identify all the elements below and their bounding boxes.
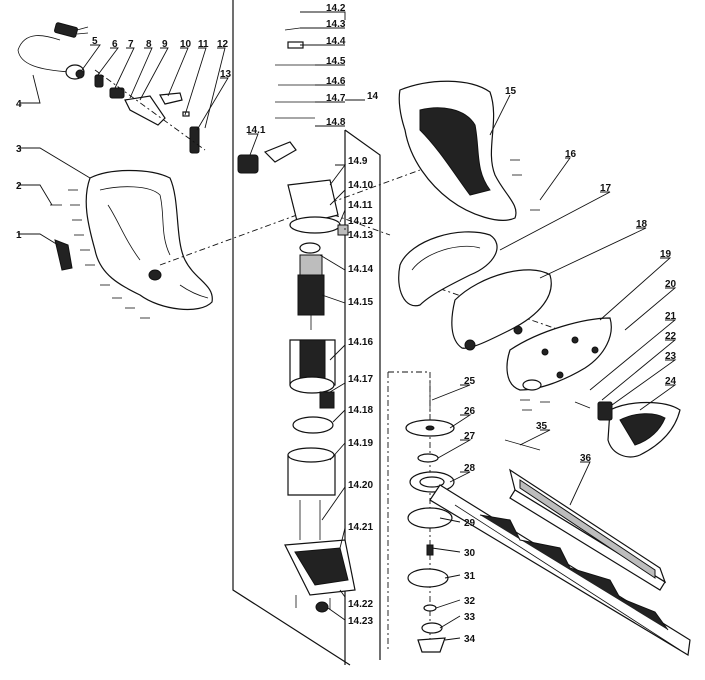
- label-14-8: 14.8: [326, 117, 346, 128]
- label-14-11: 14.11: [348, 200, 373, 211]
- gear-stack: [405, 380, 455, 653]
- label-36: 36: [580, 453, 592, 464]
- label-14-10: 14.10: [348, 180, 373, 191]
- label-11: 11: [198, 39, 209, 50]
- label-15: 15: [505, 86, 517, 97]
- label-14: 14: [367, 91, 379, 102]
- label-3: 3: [16, 144, 22, 155]
- label-14-14: 14.14: [348, 264, 373, 275]
- label-32: 32: [464, 596, 476, 607]
- label-14-7: 14.7: [326, 93, 346, 104]
- hand-guard: [451, 269, 552, 351]
- trigger-part: [54, 239, 73, 271]
- label-19: 19: [660, 249, 672, 260]
- label-12: 12: [217, 39, 229, 50]
- part-labels: 1 2 3 4 5 6 7 8 9 10 11 12 13 14 15 16 1…: [16, 3, 677, 645]
- label-24: 24: [665, 376, 677, 387]
- label-35: 35: [536, 421, 548, 432]
- label-14-2: 14.2: [326, 3, 346, 14]
- blade-sheath: [509, 468, 667, 591]
- right-housing-half: [398, 80, 540, 221]
- label-5: 5: [92, 36, 98, 47]
- label-14-9: 14.9: [348, 156, 368, 167]
- label-31: 31: [464, 571, 476, 582]
- label-33: 33: [464, 612, 476, 623]
- label-14-15: 14.15: [348, 297, 373, 308]
- label-14-3: 14.3: [326, 19, 346, 30]
- power-cord: [17, 22, 89, 80]
- label-28: 28: [464, 463, 476, 474]
- label-6: 6: [112, 39, 118, 50]
- label-23: 23: [665, 351, 677, 362]
- label-14-19: 14.19: [348, 438, 373, 449]
- label-29: 29: [464, 518, 476, 529]
- label-22: 22: [665, 331, 677, 342]
- label-21: 21: [665, 311, 677, 322]
- label-14-23: 14.23: [348, 616, 373, 627]
- label-26: 26: [464, 406, 476, 417]
- label-14-22: 14.22: [348, 599, 373, 610]
- label-8: 8: [146, 39, 152, 50]
- label-14-4: 14.4: [326, 36, 346, 47]
- motor-parts: [237, 27, 356, 613]
- left-housing-half: [85, 169, 213, 311]
- label-14-16: 14.16: [348, 337, 373, 348]
- label-14-21: 14.21: [348, 522, 373, 533]
- label-14-1: 14.1: [246, 125, 266, 136]
- label-1: 1: [16, 230, 22, 241]
- label-14-5: 14.5: [326, 56, 346, 67]
- label-27: 27: [464, 431, 476, 442]
- label-14-13: 14.13: [348, 230, 373, 241]
- label-9: 9: [162, 39, 168, 50]
- label-13: 13: [220, 69, 232, 80]
- label-14-6: 14.6: [326, 76, 346, 87]
- label-4: 4: [16, 99, 22, 110]
- front-handle: [398, 231, 498, 307]
- blade-guard: [574, 401, 681, 458]
- switch-parts: [94, 74, 200, 154]
- label-14-17: 14.17: [348, 374, 373, 385]
- label-20: 20: [665, 279, 677, 290]
- label-30: 30: [464, 548, 476, 559]
- leader-lines: [18, 11, 677, 641]
- label-14-18: 14.18: [348, 405, 373, 416]
- cutting-blade: [429, 439, 691, 656]
- label-25: 25: [464, 376, 476, 387]
- label-14-12: 14.12: [348, 216, 373, 227]
- label-18: 18: [636, 219, 648, 230]
- gear-cover: [506, 317, 612, 411]
- label-2: 2: [16, 181, 22, 192]
- label-16: 16: [565, 149, 577, 160]
- label-14-20: 14.20: [348, 480, 373, 491]
- label-7: 7: [128, 39, 134, 50]
- label-34: 34: [464, 634, 476, 645]
- label-10: 10: [180, 39, 192, 50]
- label-17: 17: [600, 183, 612, 194]
